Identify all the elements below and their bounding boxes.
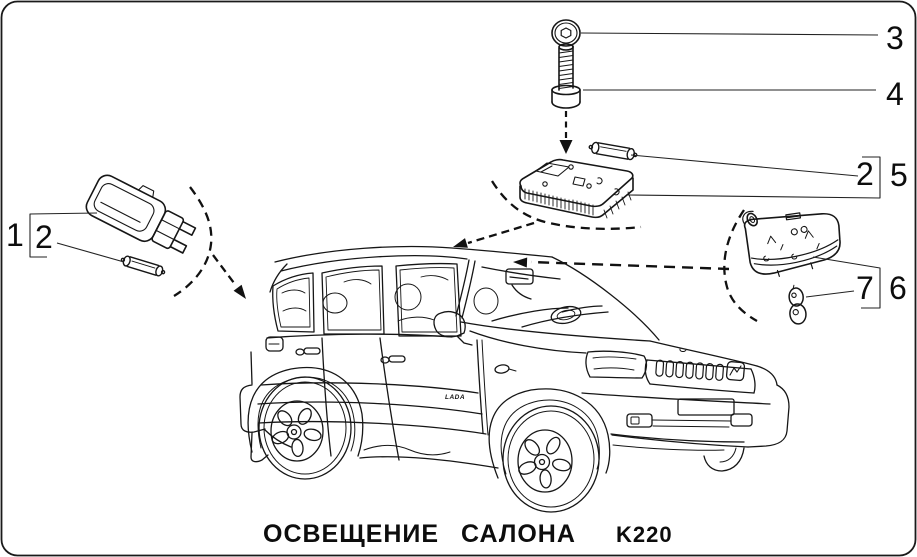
screw-part bbox=[551, 43, 581, 109]
diagram-code: K220 bbox=[616, 522, 673, 547]
callout-1-left-lamp: 1 bbox=[6, 217, 24, 253]
license-plate bbox=[677, 398, 735, 416]
dome-placement-arrow bbox=[453, 180, 642, 248]
header-lamp-location bbox=[505, 268, 534, 285]
callout-5-dome-lamp: 5 bbox=[890, 157, 908, 193]
side-mirror bbox=[433, 310, 466, 338]
car-badge: LADA bbox=[445, 394, 465, 401]
screw-insert-arrow bbox=[559, 111, 573, 154]
left-festoon-bulb bbox=[120, 255, 166, 277]
lada-logo-badge bbox=[725, 361, 746, 382]
callout-leader-lines bbox=[29, 32, 881, 309]
callout-6-rear-lamp: 6 bbox=[889, 270, 907, 306]
dome-festoon-bulb bbox=[588, 141, 638, 161]
callout-2-dome-bulb: 2 bbox=[856, 156, 874, 192]
rear-lamp-part bbox=[742, 210, 841, 277]
dome-lamp-part bbox=[519, 158, 634, 219]
rear-lamp-bulb bbox=[788, 284, 807, 325]
washer-part bbox=[551, 19, 581, 47]
rear-placement-arrow bbox=[513, 209, 758, 323]
diagram-caption: ОСВЕЩЕНИЕ САЛОНА bbox=[263, 520, 576, 548]
left-lamp-part bbox=[85, 174, 197, 254]
callout-7-rear-bulb: 7 bbox=[856, 270, 874, 306]
front-wheel bbox=[502, 405, 600, 513]
rear-wheel bbox=[258, 376, 352, 480]
callout-2-left-bulb: 2 bbox=[35, 219, 53, 255]
door-handles bbox=[295, 347, 406, 364]
left-placement-arrow bbox=[173, 186, 246, 299]
callout-3-washer: 3 bbox=[886, 20, 904, 56]
car-illustration: LADA bbox=[239, 245, 790, 513]
callout-4-screw: 4 bbox=[886, 76, 904, 112]
